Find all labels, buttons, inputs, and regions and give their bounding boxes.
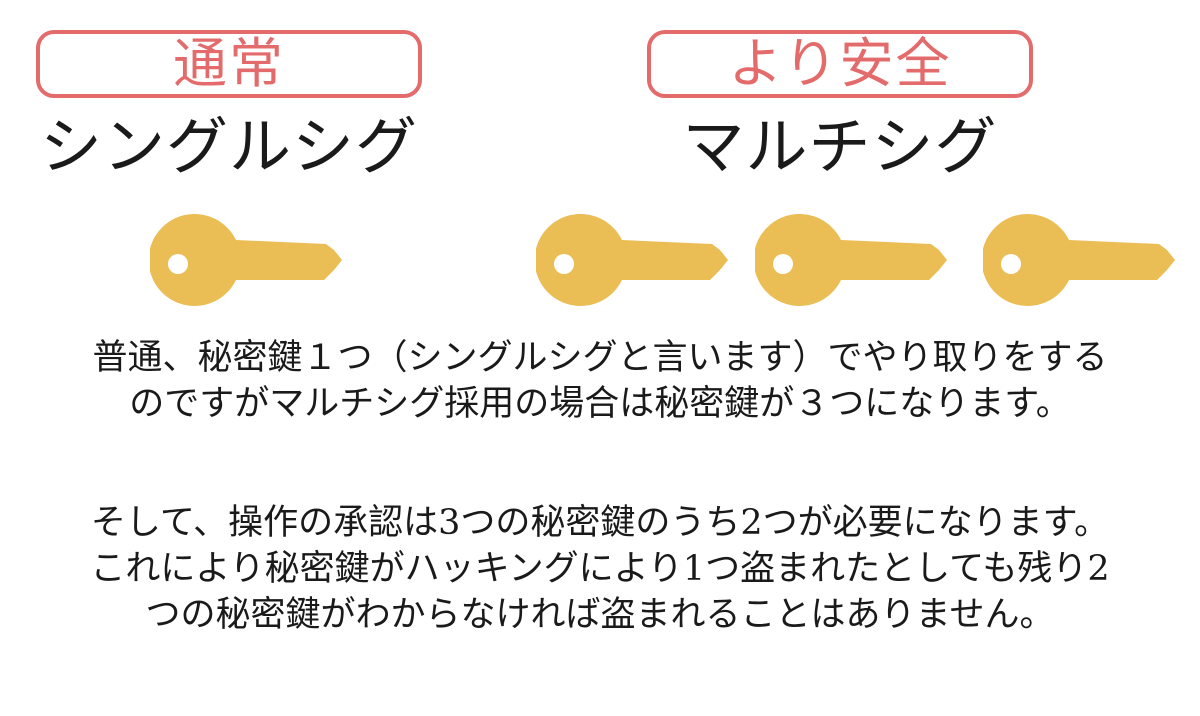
paragraph-line: これにより秘密鍵がハッキングにより1つ盗まれたとしても残り2 — [90, 549, 1110, 589]
paragraph-line: のですがマルチシグ採用の場合は秘密鍵が３つになります。 — [129, 384, 1071, 424]
normal-badge: 通常 — [36, 30, 422, 98]
key-icon-svg — [755, 214, 947, 306]
multi-sig-title: マルチシグ — [682, 110, 998, 183]
explanation-paragraph-1: 普通、秘密鍵１つ（シングルシグと言います）でやり取りをする のですがマルチシグ採… — [20, 335, 1180, 427]
single-sig-title: シングルシグ — [39, 110, 418, 183]
paragraph-line: つの秘密鍵がわからなければ盗まれることはありません。 — [145, 595, 1055, 635]
safer-badge: より安全 — [647, 30, 1033, 98]
key-icon — [536, 214, 728, 306]
key-icon — [983, 214, 1175, 306]
safer-badge-label: より安全 — [728, 32, 952, 95]
key-icon — [150, 214, 342, 306]
normal-badge-label: 通常 — [173, 32, 285, 95]
key-icon-svg — [150, 214, 342, 306]
paragraph-line: 普通、秘密鍵１つ（シングルシグと言います）でやり取りをする — [92, 338, 1108, 378]
paragraph-line: そして、操作の承認は3つの秘密鍵のうち2つが必要になります。 — [90, 503, 1110, 543]
key-icon — [755, 214, 947, 306]
key-icon-svg — [983, 214, 1175, 306]
explanation-paragraph-2: そして、操作の承認は3つの秘密鍵のうち2つが必要になります。 これにより秘密鍵が… — [20, 500, 1180, 638]
key-icon-svg — [536, 214, 728, 306]
